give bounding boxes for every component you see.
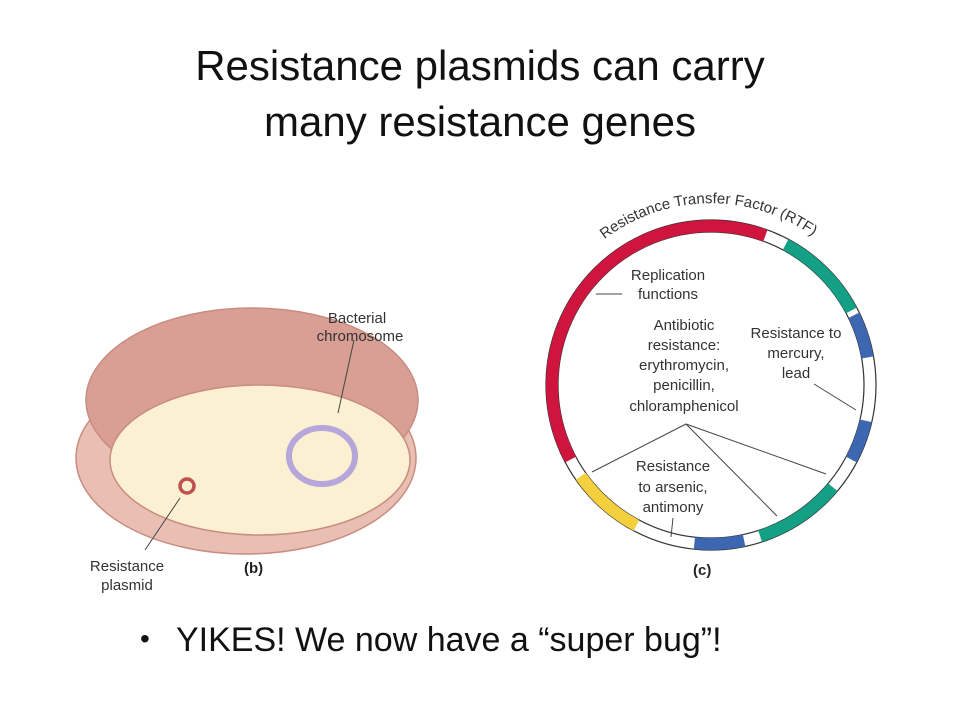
arsenic-label-1: Resistance: [636, 458, 710, 475]
plasmid-ring: [545, 219, 877, 551]
rtf-ring-label: Resistance Transfer Factor (RTF): [597, 190, 821, 242]
bacterial-cell: [75, 307, 419, 555]
chromosome-leader-line: [337, 339, 355, 414]
title-line-2: many resistance genes: [264, 98, 696, 145]
plasmid-label: Resistance: [90, 558, 164, 575]
replication-label-line2: functions: [638, 286, 698, 303]
blue-segment-lower: [846, 419, 872, 463]
antibiotic-label-1: Antibiotic: [654, 317, 715, 334]
plasmid-leader-line: [144, 497, 181, 551]
chromosome-label: Bacterial: [328, 310, 386, 327]
antibiotic-label-2: resistance:: [648, 337, 721, 354]
antibiotic-leader-right: [685, 423, 827, 475]
mercury-label-1: Resistance to: [751, 325, 842, 342]
mercury-leader-line: [813, 383, 857, 411]
bacterial-chromosome: [286, 425, 358, 487]
antibiotic-leader-left: [591, 423, 687, 473]
cell-cytoplasm: [109, 384, 411, 536]
arsenic-label-2: to arsenic,: [638, 479, 707, 496]
bullet-item: • YIKES! We now have a “super bug”!: [140, 616, 860, 663]
panel-c-label: (c): [693, 562, 711, 579]
blue-segment-left: [693, 534, 746, 550]
blue-segment-right: [848, 312, 874, 359]
resistance-plasmid: [178, 477, 196, 495]
mercury-label-3: lead: [782, 365, 810, 382]
replication-label: Replication: [631, 267, 705, 284]
plasmid-label-line2: plasmid: [101, 577, 153, 594]
rtf-segment: [546, 220, 768, 463]
antibiotic-label-5: chloramphenicol: [629, 398, 738, 415]
bullet-dot-icon: •: [140, 623, 150, 654]
replication-segment: [575, 472, 640, 531]
antibiotic-leader-mid: [685, 423, 778, 517]
antibiotic-label-4: penicillin,: [653, 377, 715, 394]
arsenic-antimony-segment: [758, 483, 838, 542]
mercury-label-2: mercury,: [767, 345, 824, 362]
title-line-1: Resistance plasmids can carry: [195, 42, 765, 89]
antibiotic-label-3: erythromycin,: [639, 357, 729, 374]
arsenic-leader-line: [670, 517, 674, 538]
ring-segments: [546, 220, 874, 550]
bullet-text: YIKES! We now have a “super bug”!: [176, 621, 722, 659]
slide-title: Resistance plasmids can carry many resis…: [80, 38, 880, 150]
panel-b-label: (b): [244, 560, 263, 577]
chromosome-label-line2: chromosome: [317, 328, 404, 345]
arsenic-label-3: antimony: [643, 499, 704, 516]
mercury-lead-segment: [782, 239, 857, 314]
